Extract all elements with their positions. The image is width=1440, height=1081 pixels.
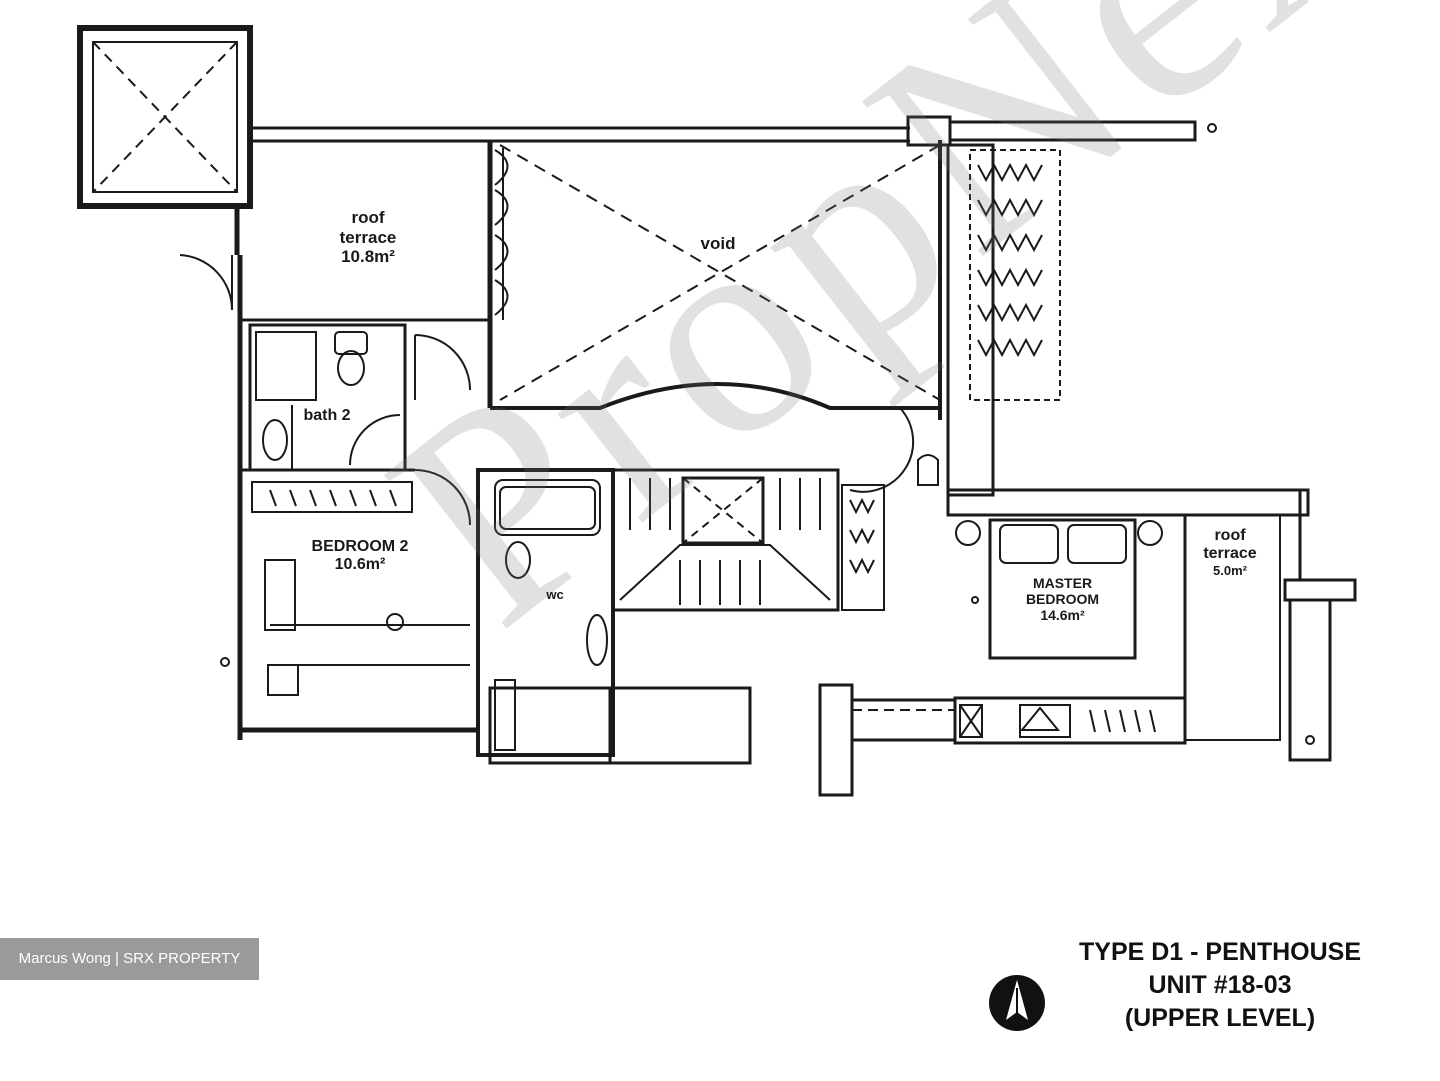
folding-doors	[494, 148, 509, 320]
label-roof-terrace-1-name: roof terrace	[339, 208, 397, 247]
title-line-3: (UPPER LEVEL)	[1124, 1004, 1316, 1032]
title-block: TYPE D1 - PENTHOUSE UNIT #18-03 (UPPER L…	[1040, 936, 1400, 1035]
credit-banner: Marcus Wong | SRX PROPERTY	[0, 938, 259, 980]
roof-terrace-right	[1184, 490, 1357, 762]
label-wc: wc	[546, 587, 564, 602]
wc-and-stair	[476, 407, 915, 757]
label-roof-terrace-2: roof terrace 5.0m²	[1190, 527, 1270, 579]
label-master-bedroom: MASTER BEDROOM 14.6m²	[1005, 575, 1120, 623]
title-line-1: TYPE D1 - PENTHOUSE	[1079, 938, 1361, 966]
label-bath-2: bath 2	[303, 407, 351, 424]
label-void: void	[700, 234, 736, 253]
bottom-walls	[488, 683, 1187, 797]
title-line-2: UNIT #18-03	[1148, 971, 1292, 999]
label-master-bedroom-name: MASTER BEDROOM	[1025, 575, 1100, 608]
label-roof-terrace-1-area: 10.8m²	[341, 247, 395, 267]
north-arrow-icon	[989, 975, 1045, 1031]
planter-strip	[946, 143, 1061, 497]
label-master-bedroom-area: 14.6m²	[1040, 607, 1085, 624]
top-wall	[250, 115, 1217, 147]
skylight-box	[77, 25, 253, 255]
label-roof-terrace-1: roof terrace 10.8m²	[318, 208, 418, 267]
bath-2	[248, 323, 407, 472]
void-area	[499, 144, 941, 401]
label-bedroom-2: BEDROOM 2 10.6m²	[290, 538, 430, 575]
label-bedroom-2-name: BEDROOM 2	[311, 538, 409, 555]
label-bedroom-2-area: 10.6m²	[334, 556, 386, 574]
label-roof-terrace-2-name: roof terrace	[1203, 527, 1257, 563]
bedroom-2	[240, 468, 480, 733]
label-roof-terrace-2-area: 5.0m²	[1213, 562, 1247, 578]
